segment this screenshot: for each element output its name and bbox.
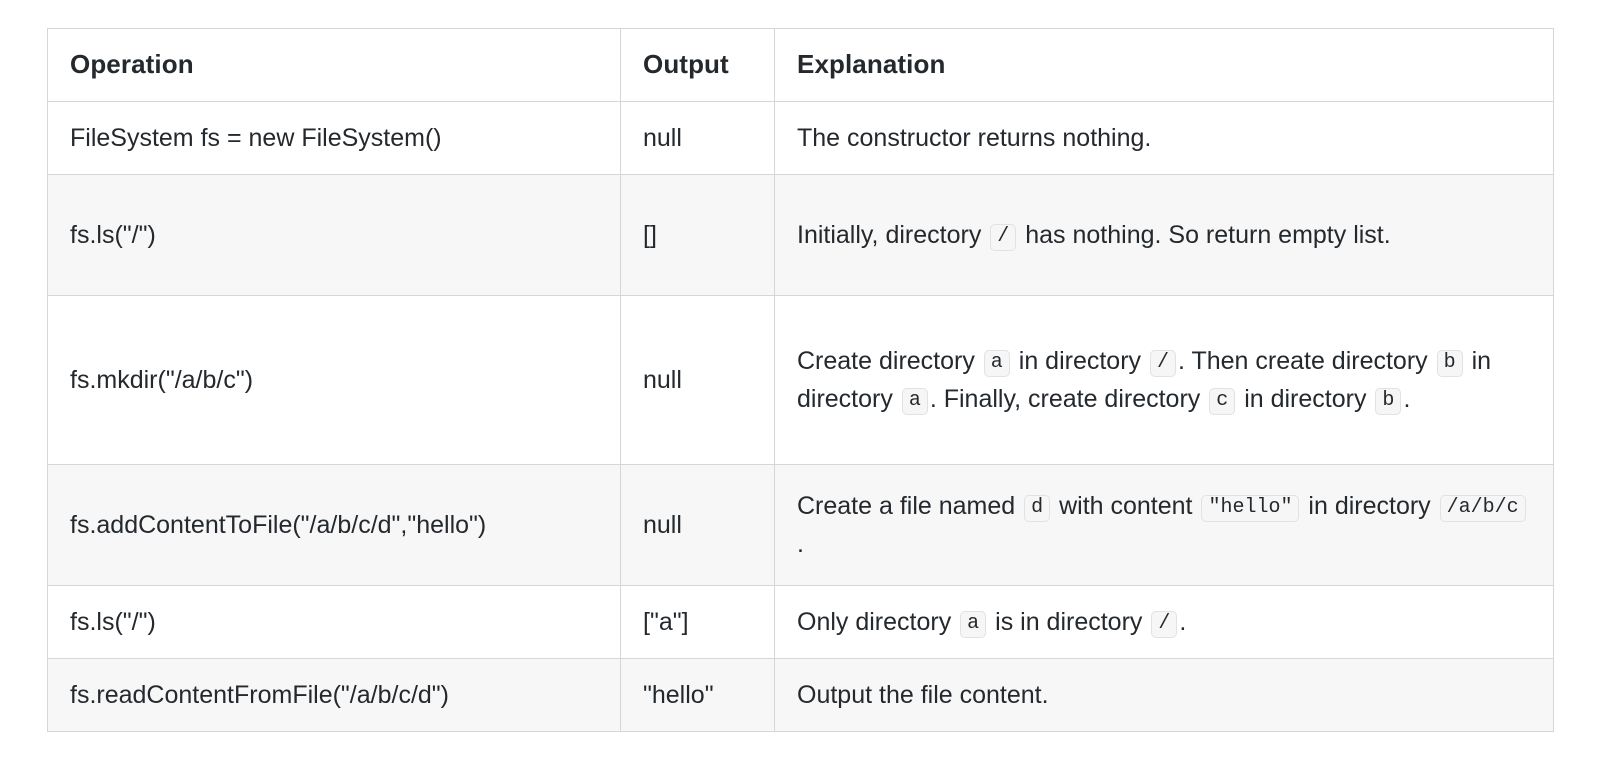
cell-explanation: Create a file named d with content "hell… — [774, 463, 1554, 586]
cell-operation: FileSystem fs = new FileSystem() — [47, 100, 621, 175]
cell-operation: fs.readContentFromFile("/a/b/c/d") — [47, 657, 621, 732]
inline-code-chip: /a/b/c — [1439, 494, 1526, 522]
explanation-text: Create directory — [797, 346, 982, 375]
explanation-text: The constructor returns nothing. — [797, 123, 1152, 152]
table-container: Operation Output Explanation FileSystem … — [47, 28, 1554, 732]
cell-output: null — [620, 463, 775, 586]
table-row: fs.readContentFromFile("/a/b/c/d")"hello… — [47, 657, 1554, 732]
cell-explanation: The constructor returns nothing. — [774, 100, 1554, 175]
cell-output: [] — [620, 173, 775, 296]
explanation-text: in directory — [1301, 491, 1438, 520]
table-row: fs.ls("/")["a"]Only directory a is in di… — [47, 584, 1554, 659]
table-row: FileSystem fs = new FileSystem()null The … — [47, 100, 1554, 175]
inline-code-chip: b — [1436, 349, 1463, 377]
table-row: fs.ls("/")[]Initially, directory / has n… — [47, 173, 1554, 296]
inline-code-chip: b — [1375, 387, 1402, 415]
explanation-text: is in directory — [988, 607, 1150, 636]
cell-operation: fs.ls("/") — [47, 173, 621, 296]
inline-code-chip: a — [983, 349, 1010, 377]
explanation-text: Initially, directory — [797, 220, 989, 249]
table-header-row: Operation Output Explanation — [47, 28, 1554, 102]
explanation-text: Only directory — [797, 607, 959, 636]
table-row: fs.addContentToFile("/a/b/c/d","hello")n… — [47, 463, 1554, 586]
cell-explanation: Output the file content. — [774, 657, 1554, 732]
explanation-text: Output the file content. — [797, 680, 1049, 709]
explanation-text: . Finally, create directory — [929, 384, 1208, 413]
cell-output: null — [620, 100, 775, 175]
column-header-output: Output — [620, 28, 775, 102]
cell-operation: fs.mkdir("/a/b/c") — [47, 294, 621, 465]
explanation-text: . — [1403, 384, 1411, 413]
explanation-text: . Then create directory — [1178, 346, 1435, 375]
filesystem-operations-table: Operation Output Explanation FileSystem … — [47, 28, 1554, 732]
inline-code-chip: / — [990, 223, 1017, 251]
inline-code-chip: a — [901, 387, 928, 415]
cell-output: ["a"] — [620, 584, 775, 659]
column-header-operation: Operation — [47, 28, 621, 102]
cell-output: null — [620, 294, 775, 465]
explanation-text: in directory — [1011, 346, 1148, 375]
explanation-text: in directory — [1237, 384, 1374, 413]
table-header: Operation Output Explanation — [47, 28, 1554, 102]
explanation-text: with content — [1052, 491, 1200, 520]
cell-explanation: Create directory a in directory /. Then … — [774, 294, 1554, 465]
cell-explanation: Only directory a is in directory /. — [774, 584, 1554, 659]
cell-operation: fs.addContentToFile("/a/b/c/d","hello") — [47, 463, 621, 586]
explanation-text: has nothing. So return empty list. — [1018, 220, 1391, 249]
inline-code-chip: a — [960, 610, 987, 638]
inline-code-chip: / — [1149, 349, 1176, 377]
inline-code-chip: d — [1024, 494, 1051, 522]
cell-output: "hello" — [620, 657, 775, 732]
column-header-explanation: Explanation — [774, 28, 1554, 102]
cell-explanation: Initially, directory / has nothing. So r… — [774, 173, 1554, 296]
explanation-text: in directory — [797, 346, 1492, 413]
explanation-text: Create a file named — [797, 491, 1023, 520]
inline-code-chip: / — [1151, 610, 1178, 638]
inline-code-chip: c — [1209, 387, 1236, 415]
explanation-text: . — [797, 529, 804, 558]
cell-operation: fs.ls("/") — [47, 584, 621, 659]
inline-code-chip: "hello" — [1201, 494, 1300, 522]
explanation-text: . — [1179, 607, 1187, 636]
